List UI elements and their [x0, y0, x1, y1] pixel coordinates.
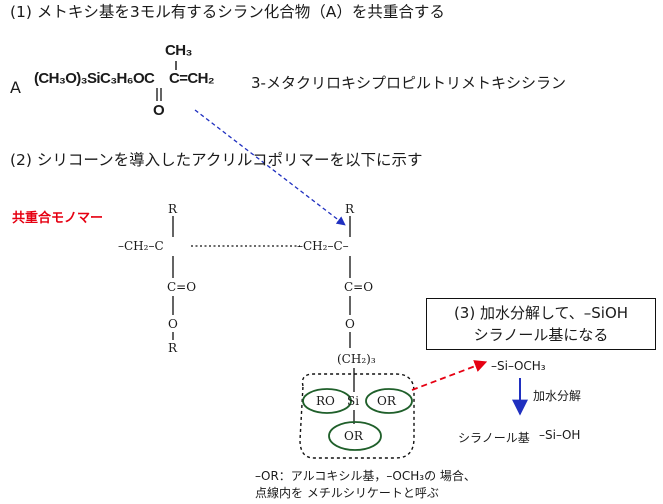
red-dashed-arrow [411, 360, 488, 391]
blue-dashed-arrow [194, 109, 346, 226]
si-center: Si [347, 394, 360, 408]
left-c-eq-o: C=O [167, 280, 197, 294]
left-o: O [168, 317, 178, 331]
si-och3: –Si–OCH₃ [491, 359, 546, 373]
comonomer-label: 共重合モノマー [12, 211, 104, 226]
right-ch2-c: –CH₂–C– [297, 239, 349, 253]
or-bottom: OR [344, 429, 363, 443]
ch3-group: CH₃ [165, 42, 192, 59]
compound-a-formula: (CH₃O)₃SiC₃H₆OC [34, 70, 155, 87]
compound-a-ch2: C=CH₂ [169, 70, 215, 87]
left-ch2-c: –CH₂–C [118, 239, 164, 253]
hydrolysis-label: 加水分解 [533, 389, 582, 403]
or-right-ellipse [365, 388, 413, 414]
si-oh: –Si–OH [539, 428, 581, 442]
hydrolysis-box-line1: (3) 加水分解して、–SiOH [453, 304, 629, 322]
note-line-2: 点線内を メチルシリケートと呼ぶ [255, 486, 439, 500]
right-o: O [345, 317, 355, 331]
right-c-eq-o: C=O [344, 280, 374, 294]
title-1: (1) メトキシ基を3モル有するシラン化合物（A）を共重合する [10, 3, 445, 21]
ro-left: RO [316, 394, 335, 408]
title-2: (2) シリコーンを導入したアクリルコポリマーを以下に示す [10, 151, 423, 169]
silanol-label: シラノール基 [458, 431, 530, 445]
note-line-1: –OR：アルコキシル基，–OCH₃の 場合、 [255, 469, 476, 483]
hydrolysis-box-line2: シラノール基になる [473, 326, 609, 344]
left-r-bottom: R [168, 341, 178, 355]
right-ch2-3: (CH₂)₃ [337, 352, 376, 366]
or-right: OR [377, 394, 396, 408]
ro-left-ellipse [302, 388, 352, 414]
methyl-silicate-dotted-region [299, 373, 415, 459]
carbonyl-oxygen: O [153, 102, 165, 119]
compound-a-name: 3-メタクリロキシプロピルトリメトキシシラン [251, 74, 566, 92]
left-r-top: R [168, 202, 178, 216]
right-r-top: R [345, 202, 355, 216]
compound-a-label: A [10, 78, 21, 97]
or-bottom-ellipse [328, 421, 382, 451]
hydrolysis-box: (3) 加水分解して、–SiOH シラノール基になる [426, 298, 656, 350]
